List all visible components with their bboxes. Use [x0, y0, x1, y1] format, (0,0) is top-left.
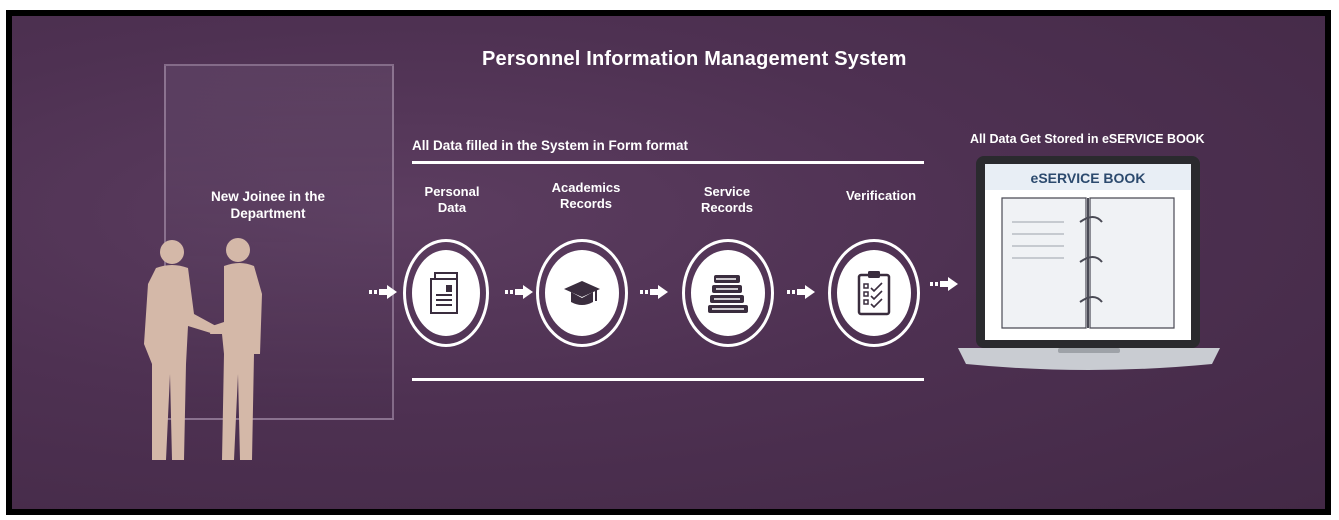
joinee-label: New Joinee in the Department — [210, 189, 326, 221]
bottom-rule — [412, 378, 924, 381]
step-personal-data — [403, 239, 489, 347]
top-rule — [412, 161, 924, 164]
diagram-title: Personnel Information Management System — [482, 48, 907, 70]
book-title: eSERVICE BOOK — [1031, 170, 1146, 186]
step-verification — [828, 239, 920, 347]
arrow-icon — [640, 285, 668, 299]
arrow-icon — [787, 285, 815, 299]
document-icon — [430, 272, 458, 314]
diagram-canvas: Personnel Information Management System … — [12, 16, 1325, 509]
books-icon — [708, 275, 748, 313]
step-service-records — [682, 239, 774, 347]
step-label-verification: Verification — [845, 188, 917, 203]
step-label-personal-data: Personal Data — [424, 184, 480, 215]
step-label-academics-records: Academics Records — [551, 180, 621, 211]
step-label-service-records: Service Records — [700, 184, 754, 215]
arrow-icon — [369, 285, 397, 299]
output-label: All Data Get Stored in eSERVICE BOOK — [970, 132, 1205, 146]
laptop-icon: eSERVICE BOOK — [958, 156, 1220, 370]
arrow-icon — [505, 285, 533, 299]
graduation-cap-icon — [564, 281, 600, 305]
handshake-people-icon — [144, 238, 262, 460]
arrow-icon — [930, 277, 958, 291]
process-subtitle: All Data filled in the System in Form fo… — [412, 138, 689, 153]
checklist-icon — [857, 271, 891, 316]
step-academics-records — [536, 239, 628, 347]
joinee-frame — [164, 64, 394, 420]
